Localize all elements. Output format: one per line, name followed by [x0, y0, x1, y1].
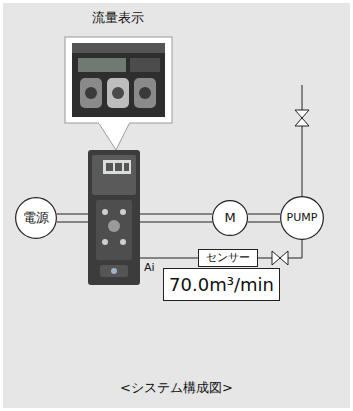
pump-circle: PUMP: [280, 196, 324, 240]
node-text: M: [224, 211, 235, 225]
signal-label: Ai: [144, 262, 155, 274]
diagram-title: 流量表示: [92, 11, 144, 25]
flow-value-box: 70.0m³/min: [163, 268, 280, 301]
node-text: センサー: [206, 252, 250, 264]
sensor-box: センサー: [198, 249, 258, 267]
power-circle: 電源: [15, 197, 57, 239]
node-text: PUMP: [287, 212, 318, 224]
wire-connector: [248, 214, 280, 222]
node-text: 70.0m³/min: [169, 275, 274, 295]
node-text: 電源: [23, 211, 49, 225]
diagram-caption: <システム構成図>: [120, 381, 233, 395]
motor-circle: M: [212, 200, 248, 236]
